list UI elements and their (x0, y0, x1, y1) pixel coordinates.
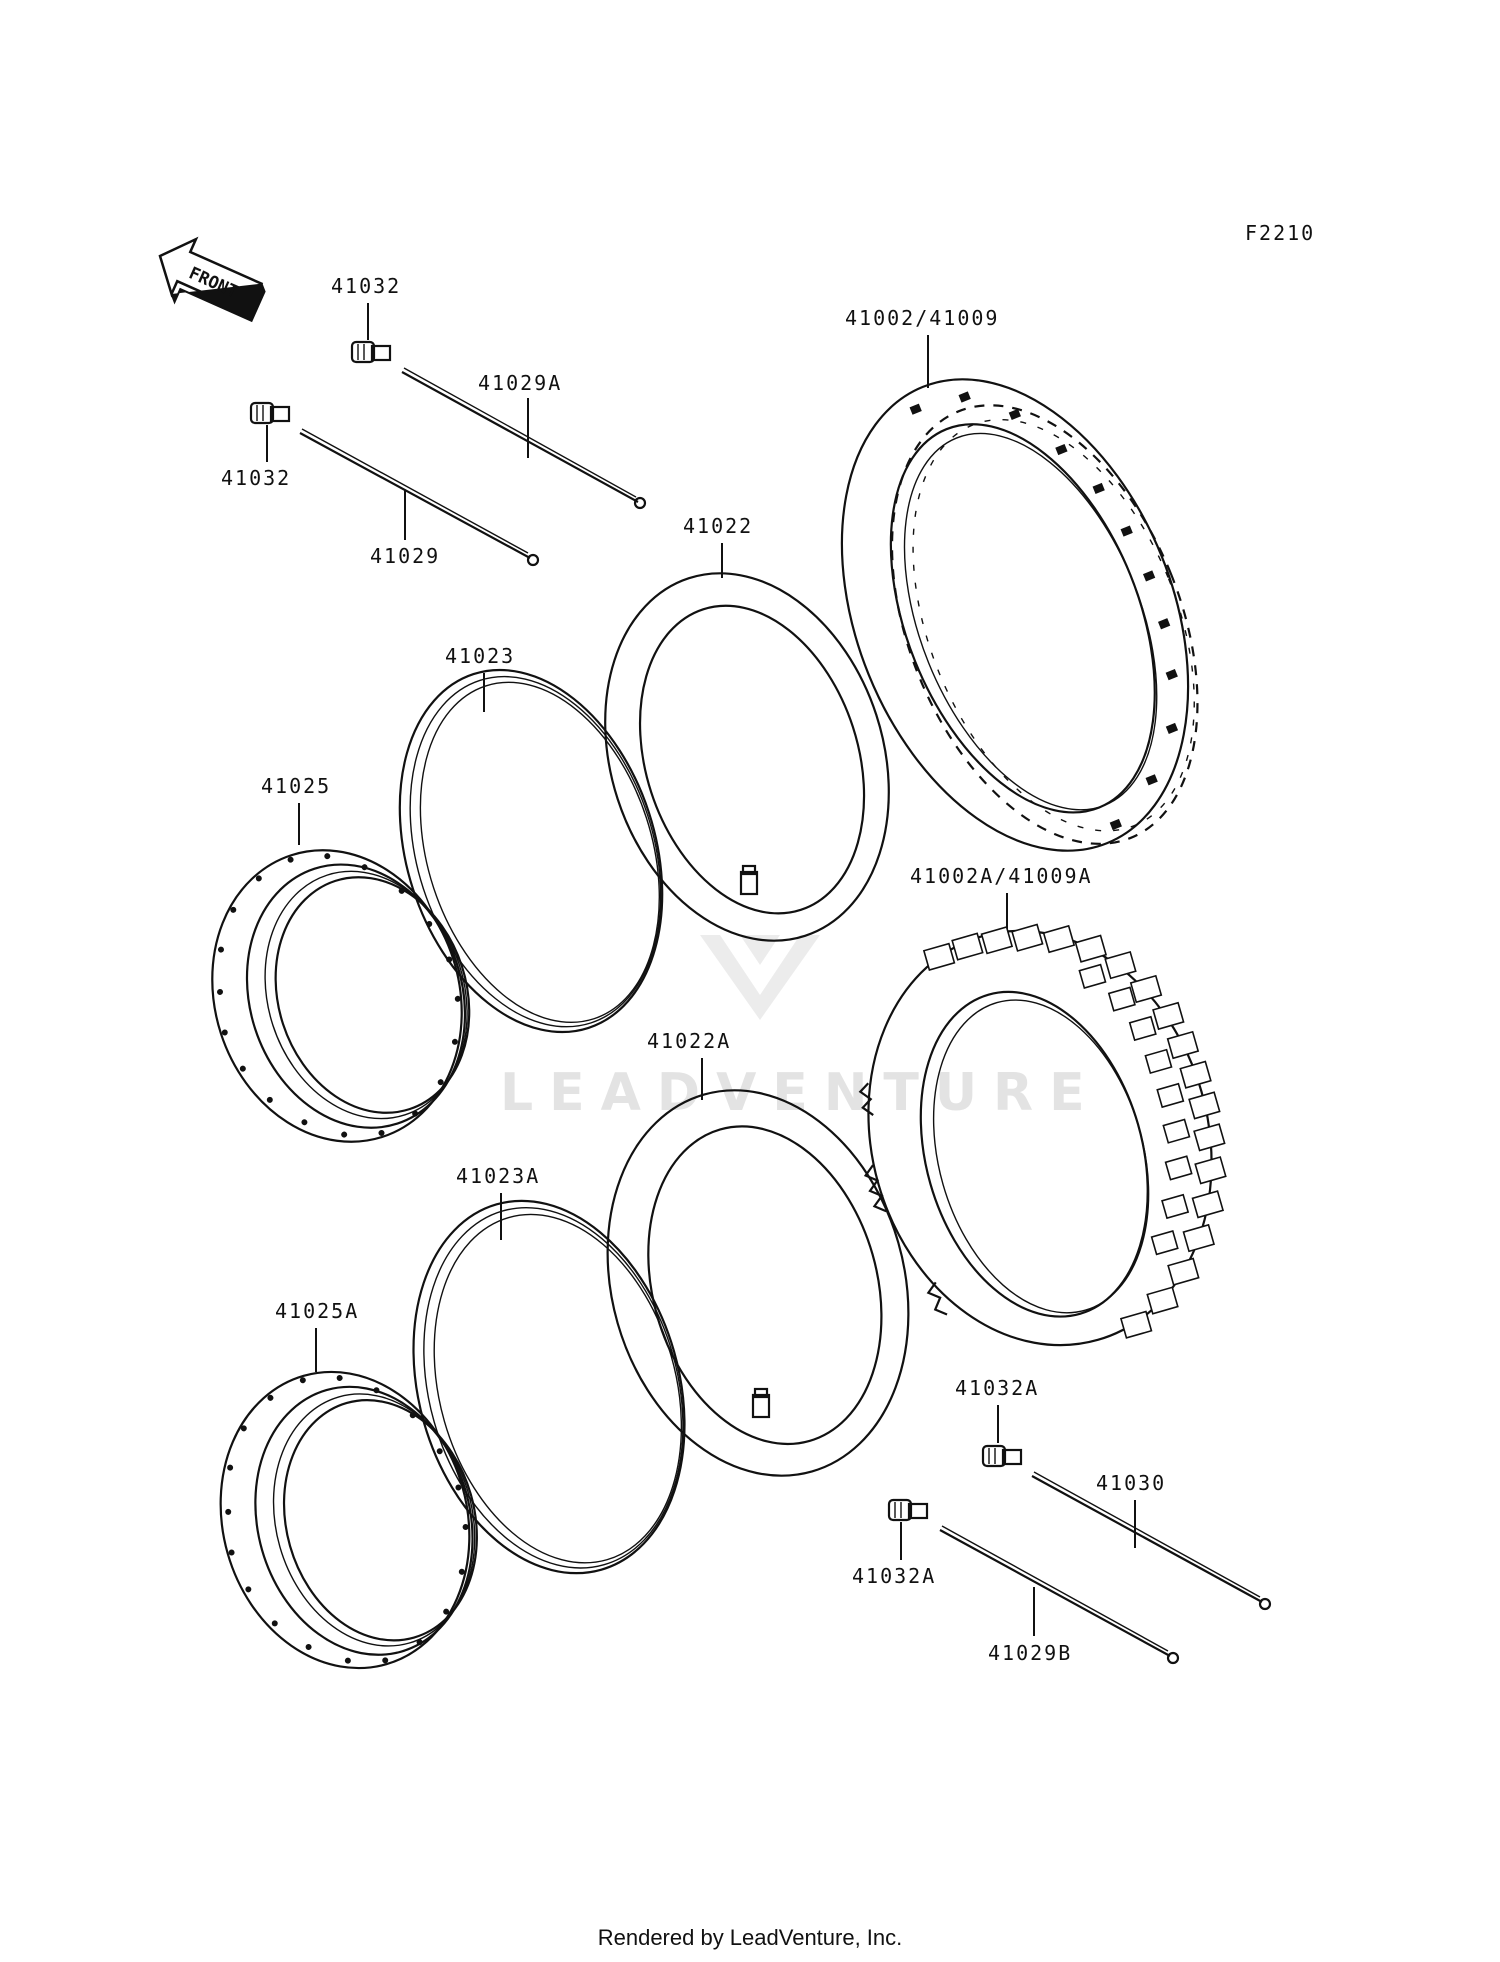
rim-front-41025 (211, 849, 471, 1143)
tube-front-41022 (604, 572, 890, 942)
label-41030: 41030 (1096, 1471, 1166, 1495)
watermark-logo-icon (700, 935, 820, 1020)
label-41029B: 41029B (988, 1641, 1072, 1665)
watermark: LEADVENTURE (500, 935, 1101, 1123)
valve-41032-top (350, 340, 392, 364)
label-41023: 41023 (445, 644, 515, 668)
label-41023A: 41023A (456, 1164, 540, 1188)
label-41029A: 41029A (478, 371, 562, 395)
label-41032A-bottom: 41032A (852, 1564, 936, 1588)
tire-front-41002 (840, 378, 1199, 852)
footer-credit: Rendered by LeadVenture, Inc. (598, 1925, 903, 1950)
rimband-front-41023 (398, 668, 664, 1034)
tube-front-valve (739, 864, 759, 896)
valve-41032A-top (981, 1444, 1023, 1468)
front-arrow: FRONT (158, 236, 266, 323)
spoke-41029A (401, 367, 647, 510)
label-41032A-top: 41032A (955, 1376, 1039, 1400)
spoke-41030 (1031, 1471, 1272, 1611)
label-41002-41009: 41002/41009 (845, 306, 999, 330)
diagram-code: F2210 (1245, 221, 1315, 245)
label-41032-top: 41032 (331, 274, 401, 298)
spoke-41029 (299, 428, 540, 567)
watermark-text: LEADVENTURE (500, 1063, 1101, 1123)
label-41025: 41025 (261, 774, 331, 798)
label-41025A: 41025A (275, 1299, 359, 1323)
valve-41032-mid (249, 401, 291, 425)
label-41022A: 41022A (647, 1029, 731, 1053)
label-41029: 41029 (370, 544, 440, 568)
spoke-41029B (939, 1525, 1180, 1665)
valve-41032A-bottom (887, 1498, 929, 1522)
label-41022: 41022 (683, 514, 753, 538)
tire-rear-41002A (858, 923, 1227, 1347)
label-41002A-41009A: 41002A/41009A (910, 864, 1093, 888)
rimband-rear-41023A (412, 1199, 686, 1575)
tube-rear-41022A (606, 1089, 910, 1477)
tube-rear-valve (751, 1387, 771, 1419)
label-41032-mid: 41032 (221, 466, 291, 490)
rim-rear-41025A (219, 1370, 478, 1670)
